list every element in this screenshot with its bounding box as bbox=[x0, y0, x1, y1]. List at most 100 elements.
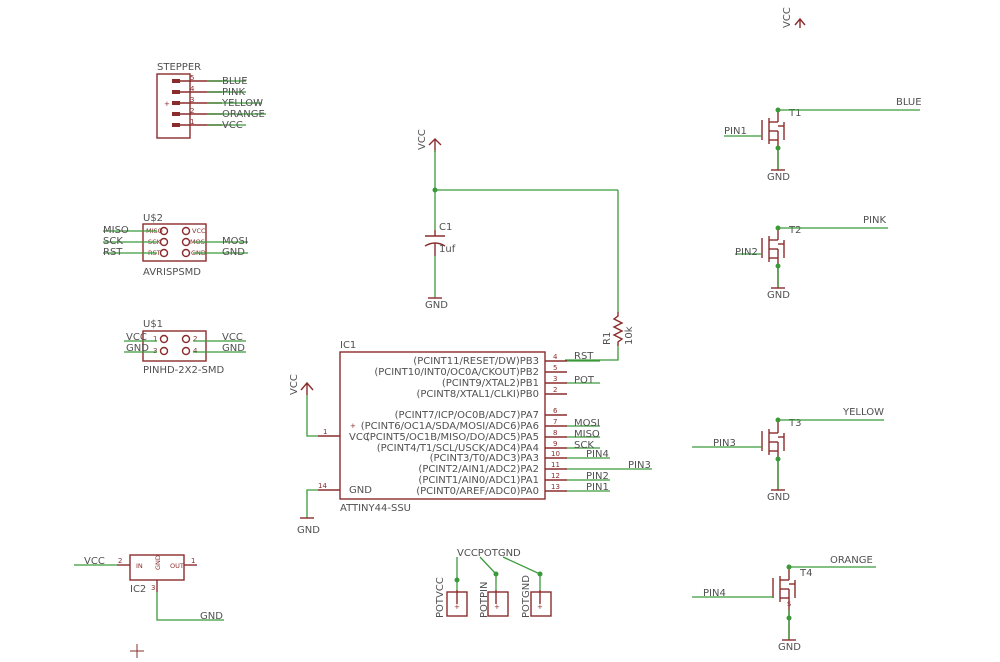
net-label: PIN1 bbox=[586, 482, 609, 493]
pot-pads[interactable]: VCCPOTGND + + + POTVCC POTPIN POTGND bbox=[435, 548, 552, 618]
net-label: MISO bbox=[574, 429, 600, 440]
svg-text:4: 4 bbox=[553, 353, 558, 361]
svg-text:3: 3 bbox=[553, 375, 557, 383]
pin-label: (PCINT6/OC1A/SDA/MOSI/ADC6)PA6 bbox=[361, 421, 539, 432]
stepper-name: STEPPER bbox=[157, 62, 201, 73]
pin-num: 14 bbox=[318, 482, 327, 490]
pinhd-header[interactable]: U$1 1 2 3 4 VCC GND VCC GND PINHD-2X2-SM… bbox=[124, 319, 246, 376]
pin-num: 1 bbox=[153, 335, 157, 343]
reset-network[interactable]: VCC C1 1uf GND R1 10k bbox=[417, 129, 635, 361]
net-label: VCC bbox=[84, 556, 105, 567]
net-label: VCC bbox=[126, 332, 147, 343]
gnd-label: GND bbox=[297, 525, 320, 536]
net-label: MOSI bbox=[574, 418, 600, 429]
mcu-pin-numbers: 4 5 3 2 6 7 8 9 10 11 12 13 bbox=[551, 353, 560, 491]
net-label: GND bbox=[222, 343, 245, 354]
pin-label: (PCINT2/AIN1/ADC2)PA2 bbox=[418, 464, 539, 475]
voltage-regulator[interactable]: IN OUT GND 2 1 3 IC2 VCC GND bbox=[74, 554, 224, 622]
pin-label: (PCINT7/ICP/OC0B/ADC7)PA7 bbox=[395, 410, 539, 421]
stepper-connector[interactable]: STEPPER + 5 4 3 2 1 BLUE PINK YELL bbox=[156, 62, 266, 139]
gnd-label: GND bbox=[425, 300, 448, 311]
pin-label: (PCINT1/AIN0/ADC1)PA1 bbox=[418, 475, 539, 486]
svg-text:+: + bbox=[350, 422, 356, 430]
stepper-pin-num: 2 bbox=[190, 107, 194, 115]
gnd-label: GND bbox=[767, 492, 790, 503]
pad-label: POTVCC bbox=[435, 577, 446, 618]
pin-label: (PCINT3/T0/ADC3)PA3 bbox=[430, 453, 539, 464]
origin-marker bbox=[130, 644, 144, 658]
svg-text:GND: GND bbox=[154, 555, 162, 570]
pin-label: (PCINT0/AREF/ADC0)PA0 bbox=[416, 486, 539, 497]
net-label: MOSI bbox=[222, 236, 248, 247]
gnd-label: GND bbox=[778, 642, 801, 653]
pin-label: (PCINT5/OC1B/MISO/DO/ADC5)PA5 bbox=[366, 432, 539, 443]
pin-num: 3 bbox=[153, 347, 157, 355]
pad-label: POTGND bbox=[521, 575, 532, 618]
net-label: SCK bbox=[103, 236, 123, 247]
pin-label: (PCINT9/XTAL2)PB1 bbox=[442, 378, 539, 389]
net-label: GND bbox=[126, 343, 149, 354]
svg-text:T1: T1 bbox=[788, 108, 801, 119]
pin-label: (PCINT4/T1/SCL/USCK/ADC4)PA4 bbox=[377, 443, 539, 454]
net-label: RST bbox=[574, 351, 594, 362]
gnd-label: GND bbox=[767, 172, 790, 183]
net-label: PIN2 bbox=[586, 471, 609, 482]
svg-text:2: 2 bbox=[553, 386, 557, 394]
stepper-pin-num: 4 bbox=[190, 85, 195, 93]
net-label: PIN2 bbox=[735, 247, 758, 258]
mcu-right-pins: (PCINT11/RESET/DW)PB3 (PCINT10/INT0/OC0A… bbox=[361, 356, 539, 497]
svg-text:7: 7 bbox=[553, 418, 557, 426]
mosfet-t4[interactable]: T4 S PIN4 ORANGE GND bbox=[692, 555, 876, 653]
net-label: YELLOW bbox=[221, 98, 263, 109]
stepper-pin-num: 1 bbox=[190, 118, 194, 126]
pinhd-value: PINHD-2X2-SMD bbox=[143, 365, 224, 376]
net-label: ORANGE bbox=[222, 109, 265, 120]
pot-header-label: VCCPOTGND bbox=[457, 548, 521, 559]
svg-text:T2: T2 bbox=[788, 225, 801, 236]
svg-text:6: 6 bbox=[553, 407, 558, 415]
mcu-name: IC1 bbox=[340, 340, 356, 351]
mosfet-t1[interactable]: T1 PIN1 BLUE GND bbox=[724, 97, 922, 183]
net-label: PINK bbox=[863, 215, 886, 226]
net-label: RST bbox=[103, 247, 123, 258]
svg-text:S: S bbox=[787, 600, 791, 608]
pin-label: VCC bbox=[349, 432, 370, 443]
pad-label: VCC bbox=[192, 227, 206, 235]
res-name: R1 bbox=[602, 332, 613, 345]
pin-label: (PCINT11/RESET/DW)PB3 bbox=[413, 356, 539, 367]
net-label: PIN1 bbox=[724, 126, 747, 137]
svg-text:T4: T4 bbox=[799, 568, 812, 579]
svg-text:2: 2 bbox=[118, 557, 122, 565]
stepper-pin-num: 3 bbox=[190, 96, 194, 104]
vcc-symbol-top: VCC bbox=[782, 7, 806, 28]
res-value: 10k bbox=[624, 326, 635, 345]
net-label: VCC bbox=[222, 332, 243, 343]
pinhd-name: U$1 bbox=[143, 319, 163, 330]
svg-text:9: 9 bbox=[553, 440, 557, 448]
svg-text:+: + bbox=[454, 603, 460, 611]
svg-text:+: + bbox=[494, 603, 500, 611]
pin-label: (PCINT10/INT0/OC0A/CKOUT)PB2 bbox=[374, 367, 539, 378]
svg-text:OUT: OUT bbox=[170, 562, 184, 570]
net-label: BLUE bbox=[896, 97, 922, 108]
vcc-label: VCC bbox=[417, 129, 428, 150]
svg-text:11: 11 bbox=[551, 461, 560, 469]
attiny44-mcu[interactable]: IC1 ATTINY44-SSU + VCC GND 1 14 VCC GND … bbox=[289, 340, 652, 536]
mosfet-t3[interactable]: T3 PIN3 YELLOW GND bbox=[692, 407, 884, 503]
svg-text:IN: IN bbox=[136, 562, 143, 570]
net-label: PIN4 bbox=[586, 449, 609, 460]
mosfet-t2[interactable]: T2 PIN2 PINK GND bbox=[735, 215, 888, 301]
avrisp-value: AVRISPSMD bbox=[143, 267, 201, 278]
avrisp-header[interactable]: U$2 MISO VCC SCK MOSI RST GND MISO SCK R… bbox=[103, 213, 248, 278]
net-label: PIN3 bbox=[713, 438, 736, 449]
svg-text:12: 12 bbox=[551, 472, 560, 480]
svg-text:5: 5 bbox=[553, 364, 557, 372]
svg-text:3: 3 bbox=[151, 584, 155, 592]
svg-text:10: 10 bbox=[551, 450, 560, 458]
net-label: MISO bbox=[103, 225, 129, 236]
stepper-pin-row bbox=[172, 79, 222, 127]
gnd-label: GND bbox=[767, 290, 790, 301]
cap-name: C1 bbox=[439, 222, 452, 233]
mcu-value: ATTINY44-SSU bbox=[340, 503, 411, 514]
